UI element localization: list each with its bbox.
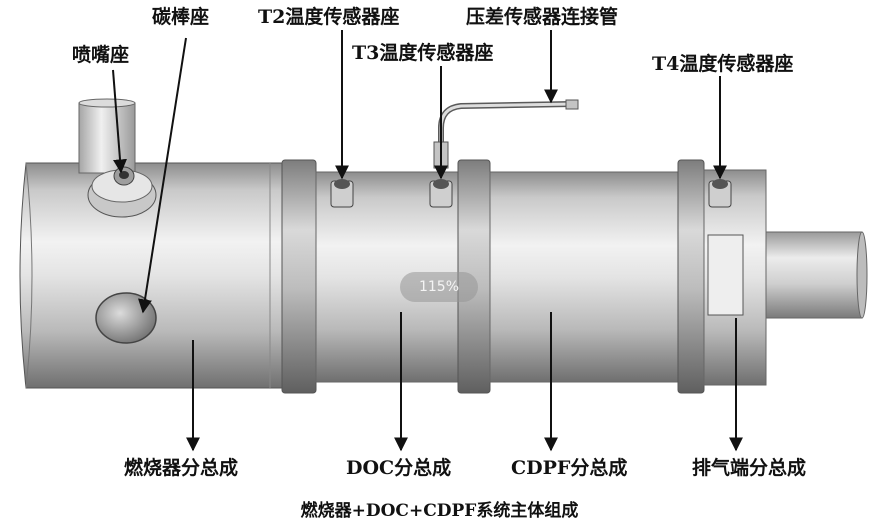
flange-3 bbox=[677, 159, 705, 394]
cdpf-cylinder bbox=[489, 171, 681, 383]
label-pressure-tube: 压差传感器连接管 bbox=[466, 6, 619, 28]
label-t4-sensor-seat: T4温度传感器座 bbox=[652, 53, 794, 75]
flange-1 bbox=[281, 159, 317, 394]
label-nozzle-seat: 喷嘴座 bbox=[72, 44, 130, 66]
label-burner-assembly: 燃烧器分总成 bbox=[124, 457, 239, 479]
label-exhaust-assembly: 排气端分总成 bbox=[692, 457, 807, 479]
label-cdpf-assembly: CDPF分总成 bbox=[511, 457, 628, 479]
label-t2-sensor-seat: T2温度传感器座 bbox=[258, 6, 400, 28]
nozzle-seat-arrow bbox=[112, 69, 127, 174]
t2-sensor-boss bbox=[330, 179, 354, 208]
label-carbon-rod-seat: 碳棒座 bbox=[152, 6, 210, 28]
nozzle-seat-tube bbox=[78, 98, 136, 174]
pressure-tube bbox=[433, 99, 579, 171]
figure-caption: 燃烧器+DOC+CDPF系统主体组成 bbox=[300, 501, 579, 521]
t3-sensor-boss bbox=[429, 179, 453, 208]
carbon-rod-seat-arrow bbox=[138, 37, 187, 314]
zoom-indicator[interactable]: 115% bbox=[400, 272, 478, 302]
t4-sensor-boss bbox=[708, 179, 732, 208]
label-doc-assembly: DOC分总成 bbox=[346, 457, 452, 479]
burner-cylinder bbox=[19, 162, 283, 389]
exhaust-label-plate bbox=[707, 234, 744, 316]
label-t3-sensor-seat: T3温度传感器座 bbox=[352, 42, 494, 64]
burner-side-opening bbox=[95, 292, 157, 344]
exhaust-outlet-pipe bbox=[765, 231, 863, 319]
